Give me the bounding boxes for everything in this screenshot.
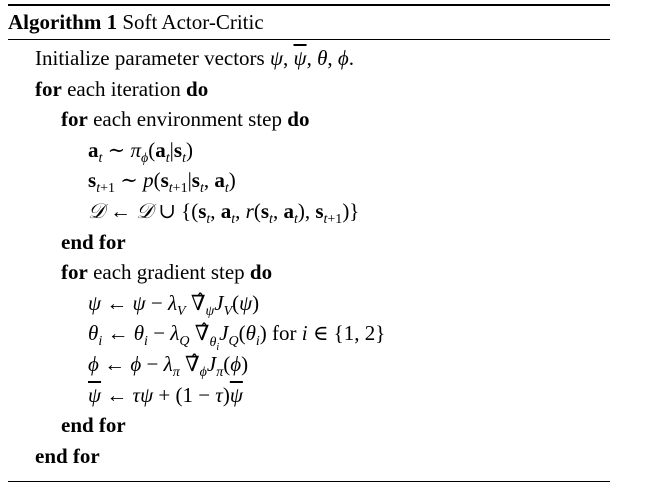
line-update-psi-bar: ψ ← τψ + (1 − τ)ψ (88, 382, 243, 407)
bottom-rule (8, 481, 610, 483)
math-theta: θ (317, 46, 328, 70)
line-end-for-env: end for (8, 227, 610, 258)
algorithm-body: Initialize parameter vectors ψ, ψ, θ, ϕ.… (8, 40, 610, 471)
keyword-for: for (61, 260, 88, 285)
line-sample-action: at ∼ πϕ(at|st) (88, 137, 193, 166)
keyword-do: do (287, 107, 310, 132)
keyword-end-for: end for (35, 443, 100, 468)
line-text: each environment step (87, 107, 288, 132)
algorithm-caption: Algorithm 1 Soft Actor-Critic (8, 6, 610, 39)
algorithm-block: Algorithm 1 Soft Actor-Critic Initialize… (8, 4, 610, 483)
line-for-env-step: for each environment step do (8, 104, 610, 135)
top-rule (8, 4, 610, 6)
keyword-end-for: end for (61, 229, 126, 254)
line-end-for-grad: end for (8, 410, 610, 441)
keyword-end-for: end for (61, 413, 126, 438)
line-for-grad-step: for each gradient step do (8, 257, 610, 288)
line-end-for-iter: end for (8, 441, 610, 472)
line-update-phi: ϕ ← ϕ − λπ ∇̂ϕJπ(ϕ) (88, 351, 249, 381)
algorithm-label: Algorithm 1 (8, 10, 118, 34)
line-text: each gradient step (87, 260, 250, 285)
line-initialize: Initialize parameter vectors ψ, ψ, θ, ϕ. (35, 46, 355, 70)
keyword-do: do (249, 260, 273, 285)
line-update-theta: θi ← θi − λQ ∇̂θiJQ(θi) for i ∈ {1, 2} (88, 321, 386, 353)
math-params: ψ (269, 46, 284, 70)
keyword-for: for (61, 107, 88, 132)
line-update-psi: ψ ← ψ − λV ∇̂ψJV(ψ) (88, 290, 260, 319)
math-phi: ϕ (337, 46, 349, 70)
line-replay-buffer: 𝒟 ← 𝒟 ∪ {(st, at, r(st, at), st+1)} (88, 198, 360, 228)
caption-rule (8, 39, 610, 40)
keyword-for: for (35, 76, 62, 101)
line-text: Initialize parameter vectors (35, 46, 270, 70)
line-sample-state: st+1 ∼ p(st+1|st, at) (88, 168, 236, 197)
algorithm-title: Soft Actor-Critic (122, 10, 264, 34)
keyword-do: do (186, 76, 209, 101)
line-for-iteration: for each iteration do (8, 74, 610, 105)
line-text: each iteration (61, 76, 187, 101)
math-psi-bar: ψ (293, 46, 307, 70)
